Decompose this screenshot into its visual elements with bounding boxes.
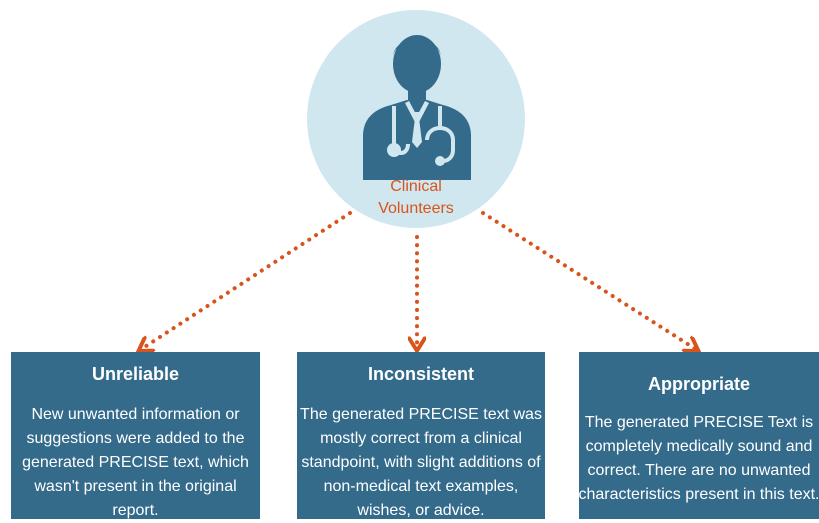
category-description: The generated PRECISE text was mostly co… — [297, 403, 545, 523]
category-title: Unreliable — [11, 363, 260, 385]
arrow-to-appropriate — [483, 213, 697, 350]
category-appropriate-card: Appropriate The generated PRECISE Text i… — [579, 352, 819, 519]
description-line: correct. There are no unwanted — [588, 462, 811, 479]
category-inconsistent-card: Inconsistent The generated PRECISE text … — [297, 352, 545, 519]
description-line: The generated PRECISE Text is — [585, 414, 813, 431]
arrow-to-unreliable — [140, 213, 350, 350]
category-unreliable-card: Unreliable New unwanted information or s… — [11, 352, 260, 519]
category-description: The generated PRECISE Text is completely… — [567, 411, 819, 507]
category-description: New unwanted information or suggestions … — [11, 403, 260, 523]
description-line: completely medically sound and — [586, 438, 813, 455]
description-line: characteristics present in this text. — [579, 486, 819, 503]
category-title: Appropriate — [579, 373, 819, 395]
category-title: Inconsistent — [297, 363, 545, 385]
